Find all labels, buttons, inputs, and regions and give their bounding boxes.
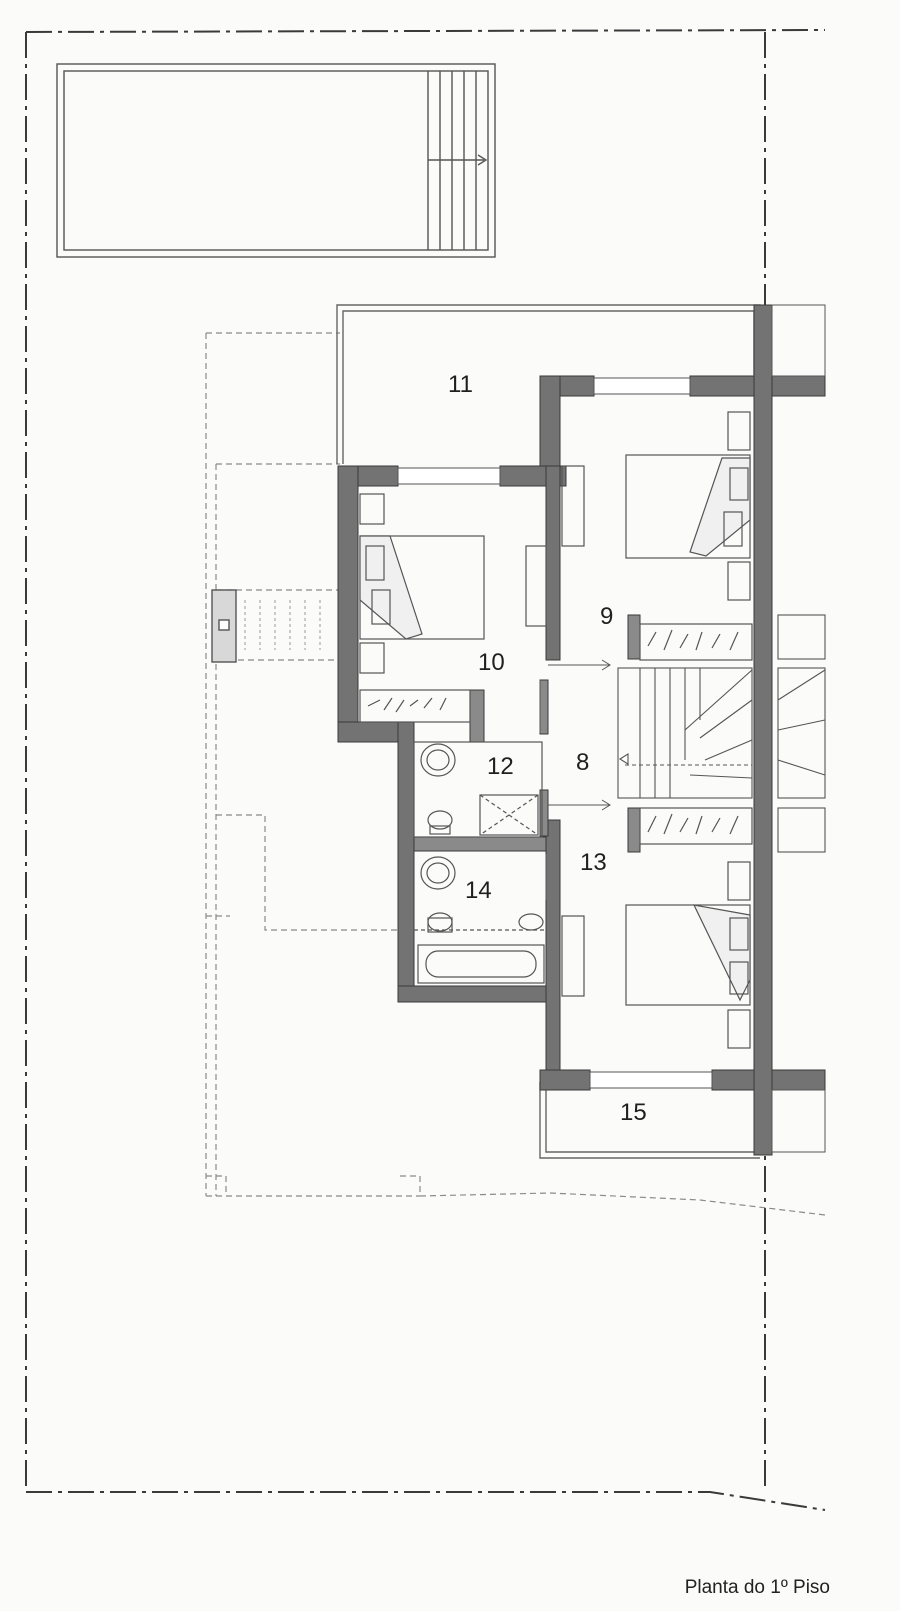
room-label-15: 15 <box>620 1099 647 1126</box>
main-stairs <box>617 667 753 799</box>
room-label-12: 12 <box>487 753 514 780</box>
interior-walls <box>413 614 641 853</box>
windows <box>397 304 826 1153</box>
door-swings <box>539 659 611 900</box>
ground-floor-stairs <box>244 600 321 650</box>
plan-caption: Planta do 1º Piso <box>684 1577 830 1598</box>
swimming-pool <box>56 63 496 258</box>
neighbour-stairs <box>777 614 826 853</box>
bedroom-13-furniture <box>561 807 753 1049</box>
bedroom-9-furniture <box>561 411 753 661</box>
exterior-walls <box>337 304 826 1156</box>
room-label-11: 11 <box>448 371 473 398</box>
room-label-8: 8 <box>576 749 589 776</box>
bedroom-10-furniture <box>359 493 547 723</box>
bathroom-14-fixtures <box>414 856 546 984</box>
chimney <box>211 589 237 663</box>
room-label-9: 9 <box>600 603 613 630</box>
room-label-13: 13 <box>580 849 607 876</box>
room-label-14: 14 <box>465 877 492 904</box>
balcony-15 <box>539 1082 760 1159</box>
bathroom-12-fixtures <box>413 741 543 838</box>
ground-floor-outline <box>205 332 826 1216</box>
room-labels: 11 9 10 12 8 13 14 15 <box>448 371 647 1126</box>
room-label-10: 10 <box>478 649 505 676</box>
